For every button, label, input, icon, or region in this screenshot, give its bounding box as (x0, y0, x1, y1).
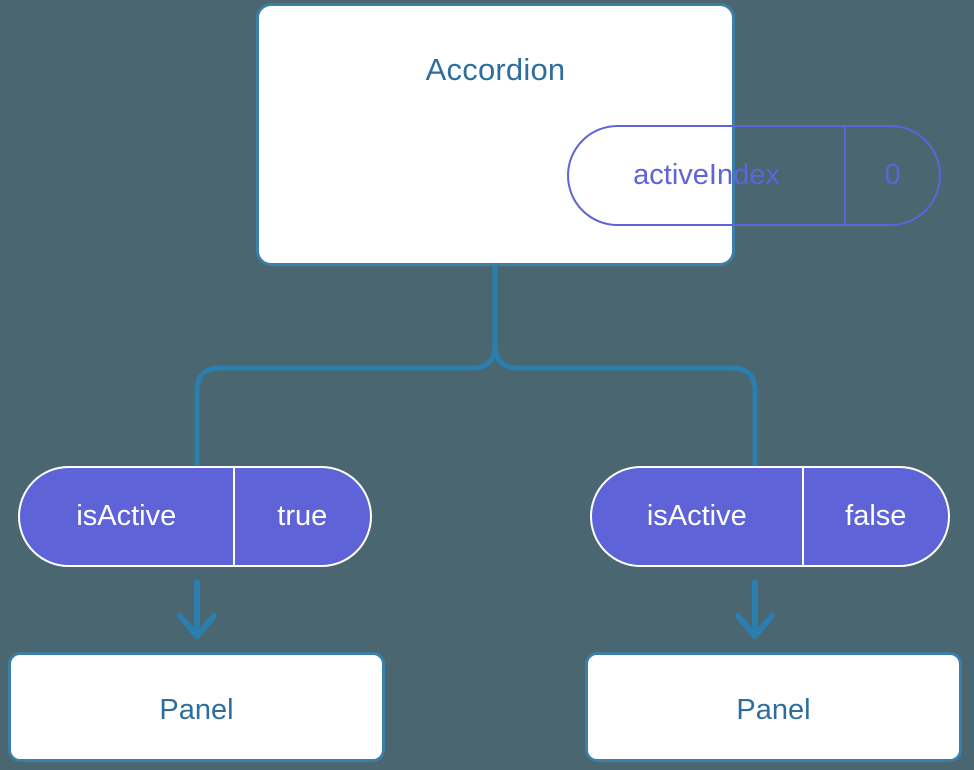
panel-title-left: Panel (159, 694, 234, 726)
panel-prop-value-left: true (232, 468, 370, 565)
panel-prop-pill-right: isActive false (590, 466, 950, 567)
accordion-state-key: activeIndex (633, 159, 780, 191)
panel-prop-pill-left: isActive true (18, 466, 372, 567)
accordion-state-value: 0 (844, 127, 939, 224)
panel-prop-key-left: isActive (76, 500, 177, 532)
accordion-title: Accordion (425, 52, 566, 87)
arrow-head-left (177, 613, 217, 639)
tree-connector-path-right (492, 263, 758, 469)
panel-prop-key-right: isActive (646, 500, 747, 532)
panel-component-card-right: Panel (585, 652, 962, 762)
panel-component-card-left: Panel (8, 652, 385, 762)
accordion-state-pill: activeIndex 0 (567, 125, 941, 226)
arrow-head-right (735, 613, 775, 639)
tree-connector-path (194, 263, 498, 469)
accordion-component-card: Accordion activeIndex 0 (256, 3, 941, 266)
panel-prop-value-right: false (801, 468, 948, 565)
panel-title-right: Panel (736, 694, 811, 726)
